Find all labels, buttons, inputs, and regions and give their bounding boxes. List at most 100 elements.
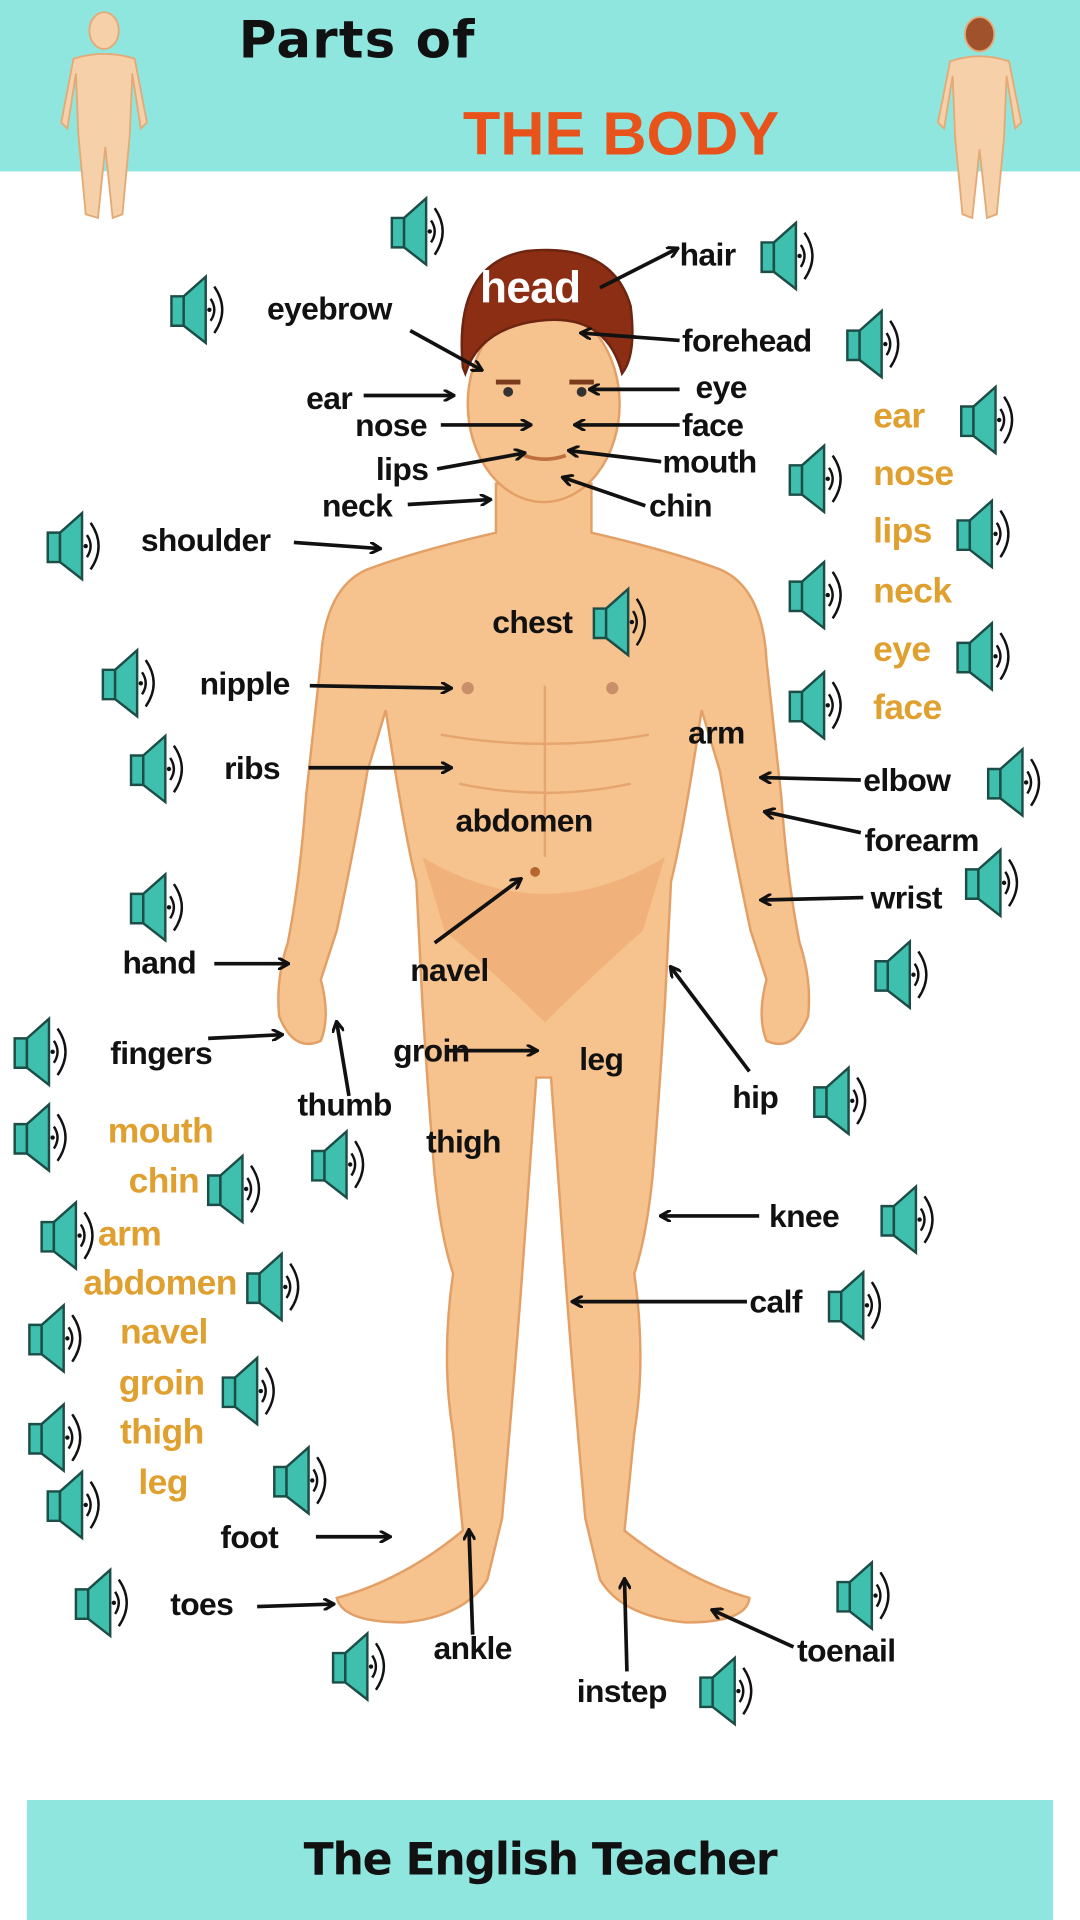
speaker-icon[interactable] — [986, 744, 1047, 820]
review-word-right: eye — [873, 630, 931, 670]
arrow — [762, 898, 864, 900]
review-word-right: face — [873, 688, 942, 728]
review-word-left: mouth — [107, 1111, 214, 1152]
label-calf: calf — [749, 1283, 802, 1321]
review-word-left: chin — [128, 1162, 200, 1202]
label-toenail: toenail — [797, 1632, 896, 1669]
review-word-left: navel — [120, 1312, 208, 1352]
speaker-icon[interactable] — [955, 496, 1016, 572]
speaker-icon[interactable] — [835, 1558, 896, 1634]
label-nose: nose — [355, 406, 427, 444]
speaker-icon[interactable] — [100, 645, 161, 721]
label-nipple: nipple — [199, 664, 291, 702]
speaker-icon[interactable] — [955, 618, 1016, 694]
label-eyebrow: eyebrow — [266, 290, 393, 327]
back-figure-thumbnail — [936, 16, 1023, 220]
label-foot: foot — [220, 1518, 279, 1556]
review-word-left: groin — [118, 1364, 205, 1404]
arrow — [409, 329, 481, 370]
speaker-icon[interactable] — [272, 1442, 333, 1518]
arrow — [469, 1531, 473, 1635]
label-neck: neck — [322, 487, 393, 525]
speaker-icon[interactable] — [827, 1267, 888, 1343]
label-wrist: wrist — [870, 879, 943, 916]
arrow — [624, 1580, 626, 1672]
label-thumb: thumb — [297, 1086, 393, 1123]
label-toes: toes — [170, 1585, 234, 1623]
arrow — [671, 967, 751, 1073]
speaker-icon[interactable] — [220, 1353, 281, 1429]
speaker-icon[interactable] — [12, 1014, 73, 1090]
speaker-icon[interactable] — [879, 1182, 940, 1258]
arrow — [599, 249, 677, 290]
review-word-right: neck — [873, 571, 952, 612]
label-groin: groin — [393, 1032, 470, 1069]
label-leg: leg — [579, 1040, 624, 1078]
speaker-icon[interactable] — [787, 667, 848, 743]
footer-band: The English Teacher — [26, 1800, 1054, 1920]
speaker-icon[interactable] — [129, 731, 190, 807]
speaker-icon[interactable] — [73, 1565, 134, 1641]
arrow — [433, 879, 521, 945]
label-elbow: elbow — [863, 761, 951, 799]
speaker-icon[interactable] — [206, 1151, 267, 1227]
review-word-left: abdomen — [83, 1263, 237, 1303]
speaker-icon[interactable] — [27, 1300, 88, 1376]
arrow — [208, 1035, 281, 1039]
speaker-icon[interactable] — [787, 557, 848, 633]
speaker-icon[interactable] — [331, 1629, 392, 1705]
speaker-icon[interactable] — [812, 1063, 873, 1139]
review-word-right: ear — [873, 396, 925, 436]
speaker-icon[interactable] — [964, 845, 1025, 921]
label-navel: navel — [410, 951, 489, 989]
review-word-left: leg — [138, 1463, 188, 1503]
label-fingers: fingers — [110, 1034, 213, 1072]
label-hair: hair — [679, 236, 737, 274]
speaker-icon[interactable] — [845, 306, 906, 382]
arrow — [257, 1604, 333, 1606]
review-word-left: arm — [97, 1214, 162, 1254]
speaker-icon[interactable] — [169, 272, 230, 348]
speaker-icon[interactable] — [787, 441, 848, 517]
review-word-right: nose — [873, 454, 954, 494]
speaker-icon[interactable] — [591, 584, 652, 660]
speaker-icon[interactable] — [245, 1249, 306, 1325]
arrow — [569, 451, 662, 464]
front-figure-thumbnail — [60, 11, 148, 220]
label-thigh: thigh — [426, 1122, 501, 1160]
speaker-icon[interactable] — [698, 1653, 759, 1729]
speaker-icon[interactable] — [27, 1400, 88, 1476]
label-arm: arm — [688, 713, 745, 751]
label-forearm: forearm — [864, 821, 979, 859]
speaker-icon[interactable] — [39, 1198, 100, 1274]
speaker-icon[interactable] — [310, 1127, 371, 1203]
header-band — [0, 0, 1080, 172]
speaker-icon[interactable] — [129, 869, 190, 945]
arrow — [563, 478, 646, 508]
arrow — [765, 812, 862, 835]
label-head: head — [480, 262, 581, 313]
footer-credit: The English Teacher — [303, 1834, 778, 1886]
label-mouth: mouth — [662, 443, 757, 481]
arrow — [293, 540, 380, 548]
label-ribs: ribs — [224, 749, 281, 787]
speaker-icon[interactable] — [45, 1467, 106, 1543]
label-hand: hand — [122, 944, 197, 981]
speaker-icon[interactable] — [873, 937, 934, 1013]
arrow — [713, 1610, 795, 1649]
arrow — [337, 1022, 351, 1097]
speaker-icon[interactable] — [45, 508, 106, 584]
label-hip: hip — [732, 1078, 779, 1116]
label-lips: lips — [375, 450, 429, 488]
label-ankle: ankle — [433, 1629, 512, 1667]
label-shoulder: shoulder — [140, 521, 271, 559]
label-chest: chest — [492, 603, 573, 641]
label-face: face — [682, 406, 744, 444]
speaker-icon[interactable] — [12, 1100, 73, 1176]
speaker-icon[interactable] — [759, 218, 820, 294]
speaker-icon[interactable] — [389, 193, 450, 269]
label-instep: instep — [576, 1672, 668, 1710]
speaker-icon[interactable] — [959, 382, 1020, 458]
